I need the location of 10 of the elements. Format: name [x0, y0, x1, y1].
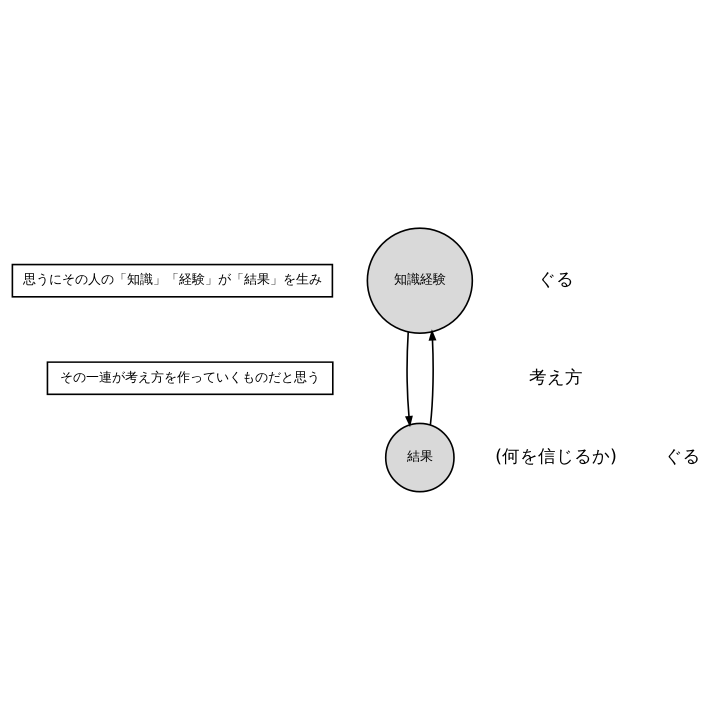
node-box: 思うにその人の「知識」「経験」が「結果」を生み — [12, 264, 334, 298]
label: 考え方 — [529, 368, 584, 388]
node-circle: 知識経験 — [366, 227, 474, 334]
label: (何を信じるか) — [495, 447, 617, 468]
node-box: その一連が考え方を作っていくものだと思う — [46, 361, 334, 396]
arrow — [404, 332, 413, 428]
node-circle: 結果 — [384, 422, 455, 493]
label: ぐる — [538, 270, 574, 290]
label: ぐる — [664, 447, 701, 468]
arrow — [428, 329, 436, 426]
